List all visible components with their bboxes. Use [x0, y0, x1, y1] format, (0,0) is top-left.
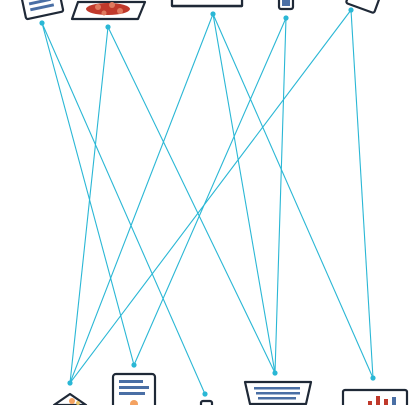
connection-line-t3-b4 [212, 13, 276, 374]
connection-endpoints [39, 7, 376, 397]
phone-icon [277, 0, 295, 11]
tablet-document-icon [19, 0, 65, 21]
endpoint-dot-b5 [370, 375, 376, 381]
monitor-icon [170, 0, 244, 8]
laptop-bar-chart-icon [341, 388, 409, 405]
connection-lines [41, 9, 374, 395]
connection-line-t5-b1 [69, 9, 352, 384]
endpoint-dot-b2 [131, 362, 137, 368]
connection-line-t5-b5 [350, 9, 374, 379]
connection-line-t2-b1 [69, 26, 109, 384]
tablet-text-icon [111, 372, 157, 405]
endpoint-dot-t1 [39, 20, 45, 26]
endpoint-dot-b3 [202, 391, 208, 397]
connection-line-t1-b2 [41, 22, 135, 366]
tablet-chart-icon [52, 392, 88, 405]
connection-line-t3-b1 [69, 13, 214, 384]
connection-line-t4-b2 [133, 17, 287, 366]
tablet-rotated-icon [345, 0, 381, 14]
connection-line-t4-b4 [274, 17, 287, 374]
endpoint-dot-t5 [348, 7, 354, 13]
connection-line-t3-b5 [212, 13, 374, 379]
endpoint-dot-t4 [283, 15, 289, 21]
connection-line-t1-b3 [41, 22, 206, 395]
endpoint-dot-b4 [272, 370, 278, 376]
connection-line-t2-b4 [107, 26, 276, 374]
phone-small-icon [199, 399, 214, 405]
endpoint-dot-t3 [210, 11, 216, 17]
endpoint-dot-b1 [67, 380, 73, 386]
tablet-map-icon [70, 0, 147, 21]
laptop-keyboard-icon [243, 380, 313, 405]
endpoint-dot-t2 [105, 24, 111, 30]
